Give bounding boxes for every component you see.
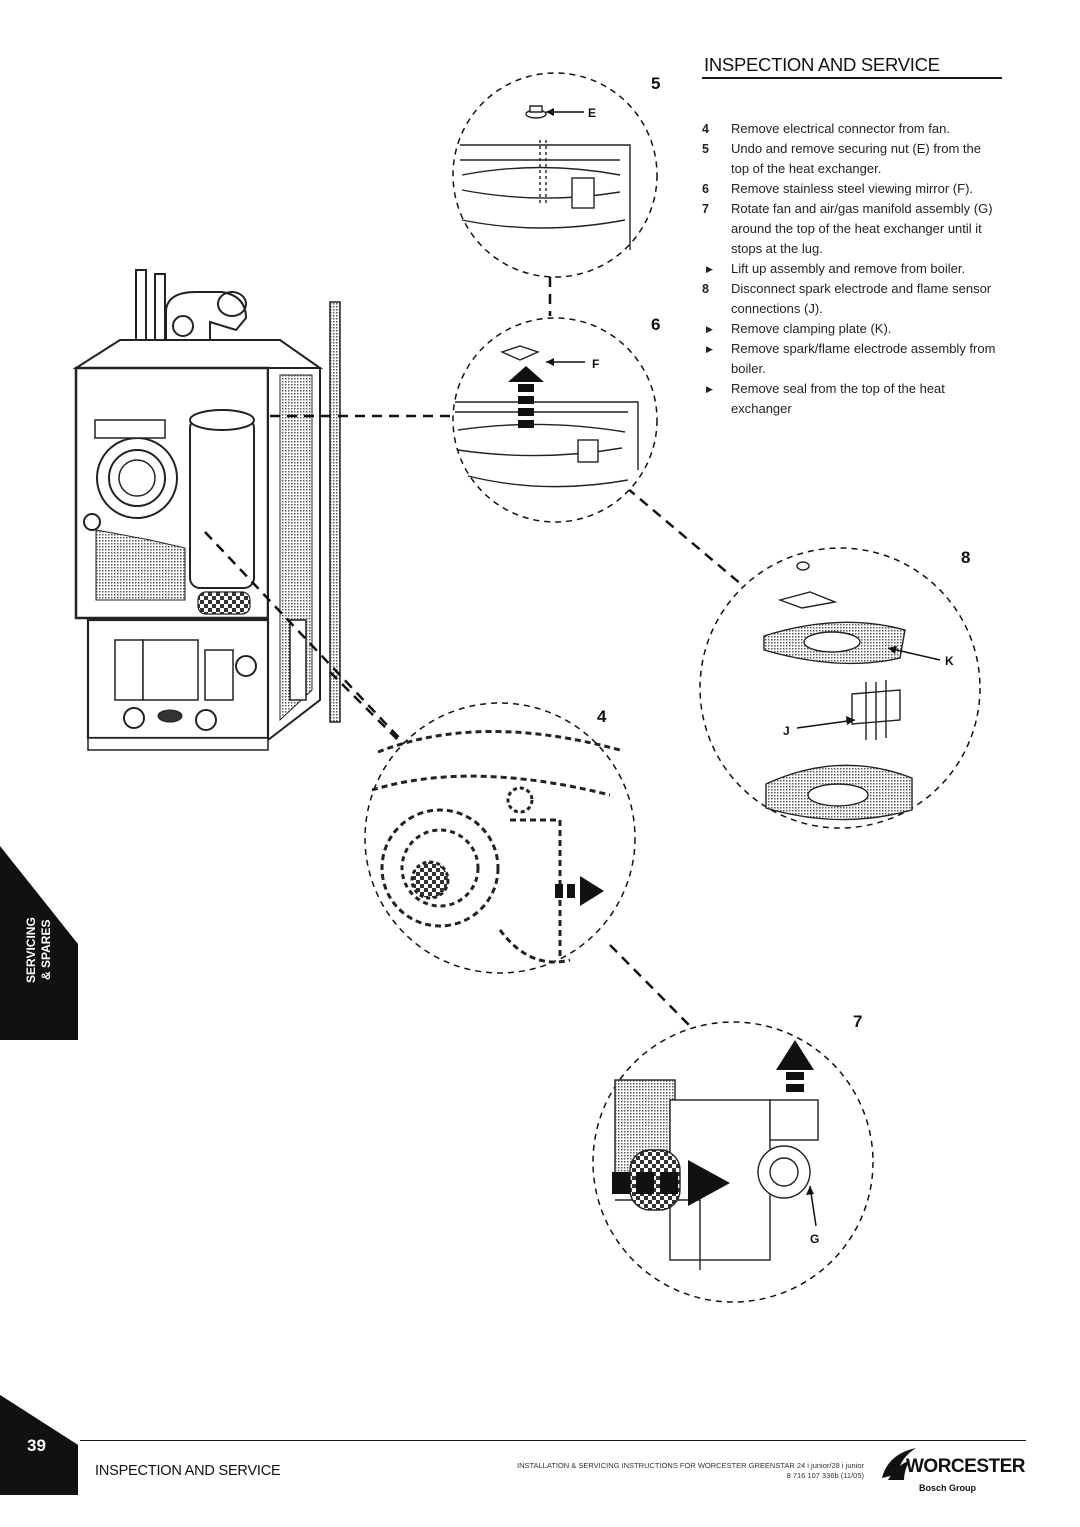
step-item: 7 Rotate fan and air/gas manifold assembl… — [702, 199, 1002, 259]
step-arrow-icon: ▶ — [706, 384, 713, 394]
worcester-flame-logo-icon — [882, 1448, 916, 1480]
leader-lines — [204, 277, 749, 1027]
step-text: Remove stainless steel viewing mirror (F… — [731, 181, 974, 196]
page-number-tab — [0, 1395, 78, 1495]
callout-k: K — [945, 654, 954, 668]
step-number: 8 — [702, 282, 709, 296]
step-number: 5 — [702, 142, 709, 156]
brand-group: Bosch Group — [919, 1483, 977, 1493]
step-arrow-icon: ▶ — [706, 264, 713, 274]
footer-section-title: INSPECTION AND SERVICE — [95, 1463, 281, 1479]
callout-g: G — [810, 1232, 820, 1246]
footer-document-info: INSTALLATION & SERVICING INSTRUCTIONS FO… — [300, 1461, 864, 1481]
up-arrow-icon — [508, 366, 544, 428]
step-text: Remove clamping plate (K). — [731, 321, 892, 336]
page-number: 39 — [27, 1436, 46, 1455]
figure-number-7: 7 — [853, 1012, 863, 1031]
step-text: Remove spark/flame electrode assembly fr… — [731, 341, 996, 376]
figure-7-detail — [592, 1021, 874, 1303]
figure-6-detail — [452, 317, 658, 523]
section-side-tab — [0, 846, 78, 1040]
step-number: 6 — [702, 182, 709, 196]
step-arrow-icon: ▶ — [706, 344, 713, 354]
step-arrow-icon: ▶ — [706, 324, 713, 334]
step-item: 6 Remove stainless steel viewing mirror (… — [702, 179, 1002, 199]
footer-rule — [80, 1440, 1026, 1441]
step-item: ▶ Lift up assembly and remove from boiler… — [702, 259, 1002, 279]
figure-number-8: 8 — [961, 548, 971, 567]
footer-doc-title: INSTALLATION & SERVICING INSTRUCTIONS FO… — [516, 1461, 864, 1470]
side-tab-line-1: SERVICING — [24, 917, 38, 983]
step-item: ▶ Remove spark/flame electrode assembly f… — [702, 339, 1002, 379]
callout-e: E — [588, 106, 597, 120]
step-text: Undo and remove securing nut (E) from th… — [731, 141, 982, 176]
step-number: 7 — [702, 202, 709, 216]
callout-f: F — [592, 357, 600, 371]
figure-number-5: 5 — [651, 74, 661, 93]
brand-name: WORCESTER — [906, 1456, 1026, 1477]
step-text: Remove electrical connector from fan. — [731, 121, 950, 136]
step-item: ▶ Remove seal from the top of the heat ex… — [702, 379, 1002, 419]
title-rule — [702, 77, 1002, 79]
page-title: INSPECTION AND SERVICE — [704, 54, 940, 75]
step-text: Disconnect spark electrode and flame sen… — [731, 281, 992, 316]
footer-doc-code: 8 716 107 336b (11/05) — [786, 1471, 864, 1480]
figure-8-detail — [699, 547, 981, 829]
figure-number-6: 6 — [651, 315, 661, 334]
step-text: Remove seal from the top of the heat exc… — [731, 381, 945, 416]
step-item: ▶ Remove clamping plate (K). — [702, 319, 1002, 339]
side-tab-label: SERVICING & SPARES — [8, 905, 70, 995]
rotate-arrow-icon — [612, 1160, 730, 1206]
step-number: 4 — [702, 122, 709, 136]
boiler-illustration — [72, 269, 341, 751]
step-text: Rotate fan and air/gas manifold assembly… — [731, 201, 993, 256]
side-tab-line-2: & SPARES — [39, 919, 53, 981]
step-item: 5 Undo and remove securing nut (E) from t… — [702, 139, 1002, 179]
callout-j: J — [783, 724, 790, 738]
figure-number-4: 4 — [597, 707, 607, 726]
right-arrow-icon — [555, 876, 604, 906]
up-arrow-icon — [776, 1040, 814, 1092]
figure-5-detail — [452, 72, 658, 278]
step-list: 4 Remove electrical connector from fan. 5… — [702, 119, 1002, 419]
step-item: 4 Remove electrical connector from fan. — [702, 119, 1002, 139]
figure-4-detail — [364, 702, 636, 974]
step-item: 8 Disconnect spark electrode and flame se… — [702, 279, 1002, 319]
step-text: Lift up assembly and remove from boiler. — [731, 261, 966, 276]
